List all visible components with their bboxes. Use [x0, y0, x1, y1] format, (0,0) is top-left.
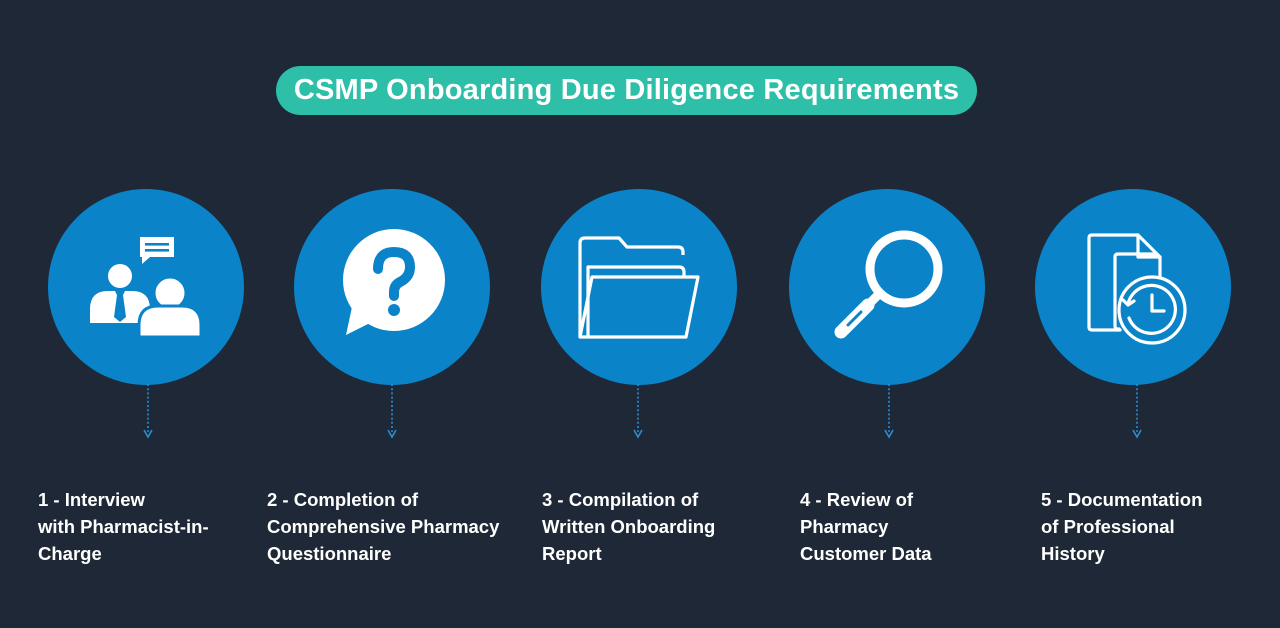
step-4-circle: [789, 189, 985, 385]
document-history-icon: [1087, 233, 1187, 345]
step-2-label: 2 - Completion of Comprehensive Pharmacy…: [267, 489, 500, 564]
question-bubble-icon: [343, 229, 445, 335]
magnifying-glass-icon: [834, 230, 943, 339]
step-1-connector: [142, 384, 154, 440]
page-title: CSMP Onboarding Due Diligence Requiremen…: [276, 66, 977, 115]
interview-people-icon: [90, 237, 203, 339]
step-3-circle: [541, 189, 737, 385]
step-4-connector: [883, 384, 895, 440]
step-1-label: 1 - Interview with Pharmacist-in- Charge: [38, 489, 209, 564]
step-5-label: 5 - Documentation of Professional Histor…: [1041, 489, 1203, 564]
step-5-circle: [1035, 189, 1231, 385]
step-3-label: 3 - Compilation of Written Onboarding Re…: [542, 489, 716, 564]
step-2-circle: [294, 189, 490, 385]
step-4-label: 4 - Review of Pharmacy Customer Data: [800, 489, 932, 564]
step-3-connector: [632, 384, 644, 440]
step-5-connector: [1131, 384, 1143, 440]
step-1-circle: [48, 189, 244, 385]
step-2-connector: [386, 384, 398, 440]
folder-icon: [578, 236, 700, 339]
